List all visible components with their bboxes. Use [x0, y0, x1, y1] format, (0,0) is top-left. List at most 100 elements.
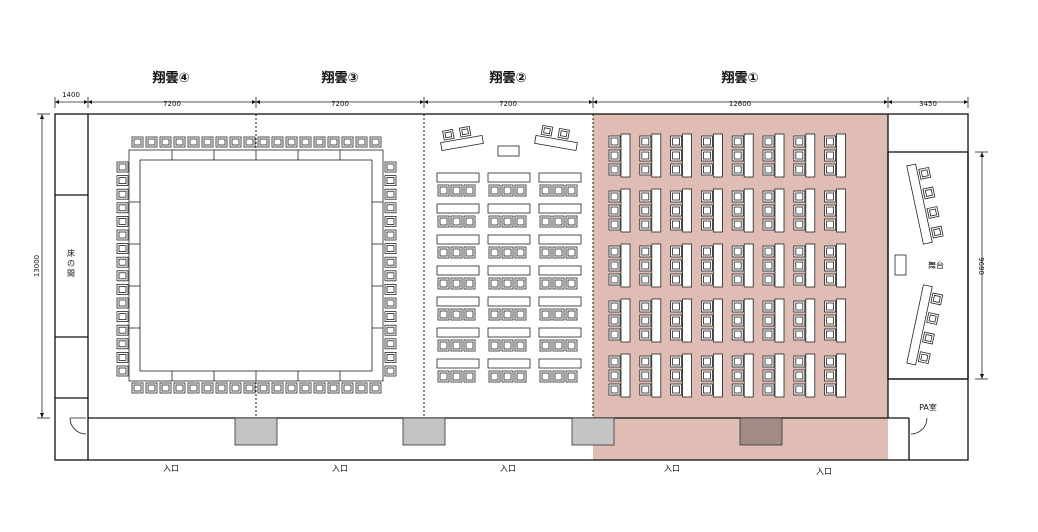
chair-cushion: [503, 217, 512, 226]
chair: [539, 215, 552, 228]
chair-cushion: [610, 330, 619, 339]
chair-cushion: [490, 186, 499, 195]
seating-group: [793, 298, 816, 343]
chair: [488, 246, 501, 259]
chair: [327, 136, 340, 148]
chair: [514, 370, 527, 383]
chair-cushion: [465, 279, 474, 288]
chair: [131, 382, 144, 394]
chair-cushion: [439, 186, 448, 195]
desk: [487, 234, 531, 245]
chair-cushion: [672, 275, 680, 284]
desk: [436, 327, 480, 338]
seating-group: [824, 188, 846, 233]
chair: [762, 245, 775, 258]
chair-cushion: [118, 245, 127, 253]
chair: [701, 149, 713, 162]
chair-cushion: [826, 357, 834, 366]
chair: [116, 188, 129, 200]
chair: [824, 135, 836, 148]
chair: [539, 339, 552, 352]
chair-cushion: [118, 313, 127, 321]
seating-group: [731, 133, 754, 178]
dim-arrow: [252, 100, 256, 104]
entrance-label-1: 入口: [163, 464, 179, 473]
chair-cushion: [386, 367, 395, 375]
chair-cushion: [795, 220, 804, 229]
seating-group: [793, 243, 816, 288]
chair-cushion: [315, 384, 324, 392]
chair-cushion: [118, 217, 127, 225]
chair: [488, 215, 501, 228]
chair: [608, 273, 621, 286]
chair: [824, 328, 836, 341]
chair-cushion: [386, 285, 395, 293]
chair-cushion: [217, 138, 226, 146]
chair-cushion: [490, 217, 499, 226]
chair: [824, 204, 836, 217]
chair: [257, 136, 270, 148]
chair-cushion: [516, 341, 525, 350]
dim-arrow: [884, 100, 888, 104]
seating-group: [731, 353, 754, 398]
desk: [743, 353, 754, 398]
chair: [670, 314, 682, 327]
chair-cushion: [273, 384, 282, 392]
chair: [608, 163, 621, 176]
partition-storage-3: [571, 417, 615, 446]
chair: [229, 136, 242, 148]
chair-cushion: [610, 302, 619, 311]
chair: [762, 218, 775, 231]
chair-cushion: [610, 206, 619, 215]
desk: [651, 298, 662, 343]
seating-group: [608, 298, 631, 343]
chair: [116, 324, 129, 336]
chair-cushion: [516, 248, 525, 257]
chair-cushion: [490, 341, 499, 350]
chair-cushion: [118, 285, 127, 293]
stage-table-upper: [906, 163, 944, 245]
chair-cushion: [641, 385, 650, 394]
chair: [608, 259, 621, 272]
chair: [384, 338, 397, 350]
chair-cushion: [118, 367, 127, 375]
chair-cushion: [503, 186, 512, 195]
chair-cushion: [932, 294, 941, 303]
chair-cushion: [764, 220, 773, 229]
chair: [355, 136, 368, 148]
chair-cushion: [929, 208, 938, 217]
chair: [762, 163, 775, 176]
chair: [639, 135, 652, 148]
chair-cushion: [826, 316, 834, 325]
chair-cushion: [371, 384, 380, 392]
chair: [565, 277, 578, 290]
seating-group: [731, 298, 754, 343]
chair: [116, 175, 129, 187]
chair: [824, 259, 836, 272]
dim-room-3: 7200: [331, 100, 349, 108]
chair-cushion: [610, 385, 619, 394]
chair-cushion: [641, 275, 650, 284]
dim-arrow: [55, 100, 59, 104]
chair: [793, 149, 806, 162]
desk: [620, 243, 631, 288]
chair-cushion: [764, 151, 773, 160]
entrance-label-2: 入口: [332, 464, 348, 473]
front-table-right: [534, 124, 578, 152]
chair-cushion: [465, 186, 474, 195]
chair: [552, 277, 565, 290]
chair-cushion: [554, 186, 563, 195]
chair-cushion: [703, 357, 711, 366]
chair-cushion: [452, 372, 461, 381]
chair: [437, 246, 450, 259]
chair-cushion: [764, 137, 773, 146]
chair-cushion: [672, 302, 680, 311]
desk: [774, 188, 785, 233]
desk: [836, 188, 846, 233]
desk: [538, 358, 582, 369]
seating-group: [639, 133, 662, 178]
chair-cushion: [826, 302, 834, 311]
desk: [620, 133, 631, 178]
desk: [487, 296, 531, 307]
